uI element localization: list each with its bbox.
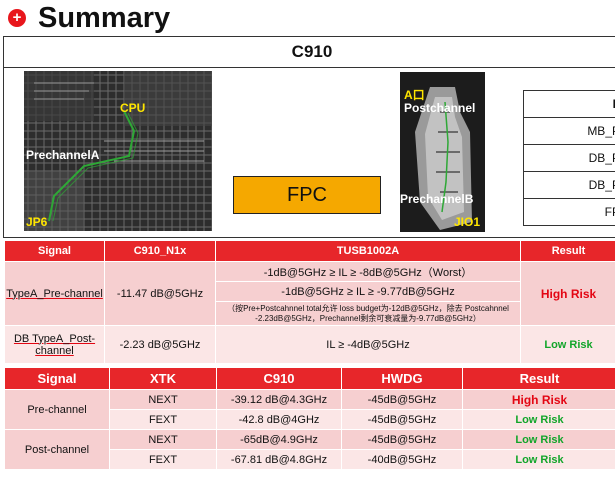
xtk-header-signal: Signal <box>4 367 110 390</box>
prechannel-a-label: PrechannelA <box>26 148 100 162</box>
xtk-cell: FEXT <box>109 409 217 430</box>
xtk-header-hwdg: HWDG <box>341 367 463 390</box>
side-table-cell: DB_P <box>523 171 615 199</box>
il-row-spec2: -1dB@5GHz ≥ IL ≥ -9.77dB@5GHz <box>215 281 521 302</box>
xtk-result: Low Risk <box>462 449 615 470</box>
cpu-label: CPU <box>120 101 146 115</box>
xtk-cell: NEXT <box>109 389 217 410</box>
il-row-signal: DB TypeA_Post-channel <box>4 325 105 364</box>
xtk-cell: -45dB@5GHz <box>341 389 463 410</box>
xtk-cell: -40dB@5GHz <box>341 449 463 470</box>
xtk-header-c910: C910 <box>216 367 342 390</box>
xtk-table: Signal XTK C910 HWDG Result Pre-channel … <box>4 367 615 470</box>
side-table-cell: FP <box>523 198 615 226</box>
xtk-cell: -45dB@5GHz <box>341 409 463 430</box>
board-frame: C910 <box>3 36 615 238</box>
il-row-signal: TypeA_Pre-channel <box>4 261 105 326</box>
il-row-result: High Risk <box>520 261 615 326</box>
xtk-group-signal: Pre-channel <box>4 389 110 430</box>
plus-circle-icon: + <box>8 9 26 27</box>
jp6-label: JP6 <box>26 215 48 229</box>
il-table: Signal C910_N1x TUSB1002A Result TypeA_P… <box>4 240 615 364</box>
pcb-image-right: A口 Postchannel PrechannelB JIO1 <box>400 72 485 232</box>
side-table-cell: DB_P <box>523 144 615 172</box>
xtk-cell: NEXT <box>109 429 217 450</box>
il-row-spec1: -1dB@5GHz ≥ IL ≥ -8dB@5GHz（Worst） <box>215 261 521 282</box>
side-table-cell: L <box>523 90 615 118</box>
il-row-result: Low Risk <box>520 325 615 364</box>
prechannel-b-label: PrechannelB <box>400 192 474 206</box>
il-header-spec: TUSB1002A <box>215 240 521 262</box>
il-row-spec1: IL ≥ -4dB@5GHz <box>215 325 521 364</box>
xtk-header-xtk: XTK <box>109 367 217 390</box>
side-table-cell: MB_P <box>523 117 615 145</box>
jio1-label: JIO1 <box>454 215 481 229</box>
title-row: + Summary <box>0 0 615 36</box>
xtk-cell: -45dB@5GHz <box>341 429 463 450</box>
il-header-result: Result <box>520 240 615 262</box>
il-row-note: （按Pre+Postcahnnel total允许 loss budget为-1… <box>215 301 521 326</box>
xtk-cell: -42.8 dB@4GHz <box>216 409 342 430</box>
xtk-cell: -65dB@4.9GHz <box>216 429 342 450</box>
port-a-label: A口 <box>404 88 425 102</box>
pcb-right-graphic <box>400 72 485 232</box>
il-header-c910: C910_N1x <box>104 240 216 262</box>
xtk-result: Low Risk <box>462 409 615 430</box>
il-signal-text: DB TypeA_Post-channel <box>13 332 96 357</box>
fpc-box: FPC <box>233 176 381 214</box>
xtk-result: Low Risk <box>462 429 615 450</box>
page-title: Summary <box>38 2 171 34</box>
il-header-signal: Signal <box>4 240 105 262</box>
xtk-group-signal: Post-channel <box>4 429 110 470</box>
xtk-cell: -67.81 dB@4.8GHz <box>216 449 342 470</box>
il-row-c910: -2.23 dB@5GHz <box>104 325 216 364</box>
postchannel-label: Postchannel <box>404 101 476 115</box>
board-title: C910 <box>4 37 615 68</box>
xtk-header-result: Result <box>462 367 615 390</box>
xtk-cell: -39.12 dB@4.3GHz <box>216 389 342 410</box>
xtk-cell: FEXT <box>109 449 217 470</box>
il-signal-text: TypeA_Pre-channel <box>6 287 103 300</box>
il-row-c910: -11.47 dB@5GHz <box>104 261 216 326</box>
pcb-left-graphic <box>24 71 212 231</box>
xtk-result: High Risk <box>462 389 615 410</box>
side-table: L MB_P DB_P DB_P FP <box>523 90 615 226</box>
pcb-image-left: CPU PrechannelA JP6 <box>24 71 212 231</box>
